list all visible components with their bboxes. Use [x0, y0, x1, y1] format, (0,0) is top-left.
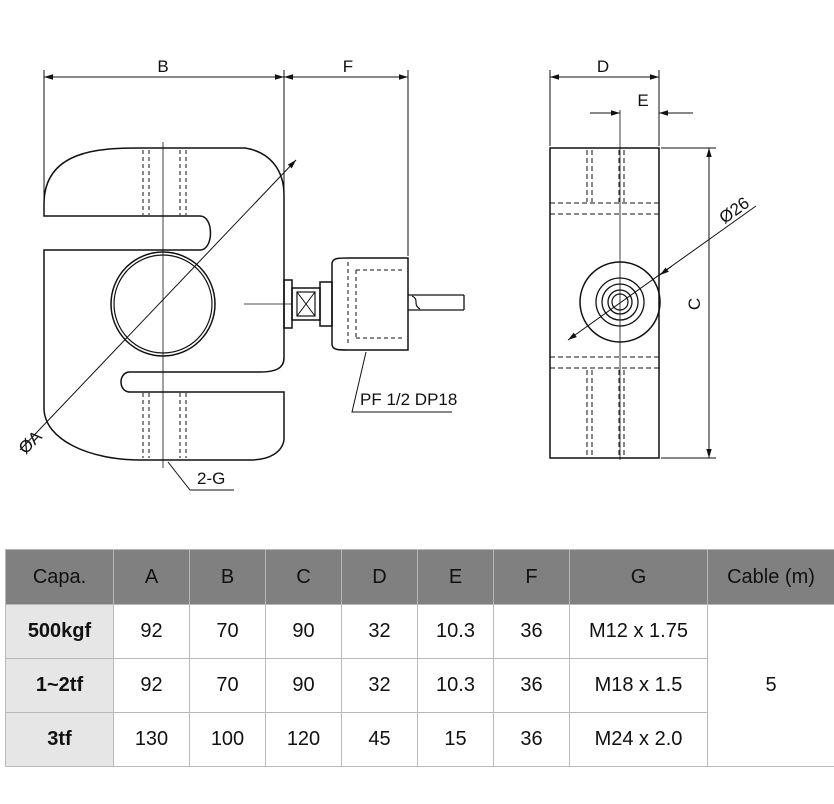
table-row: 3tf 130 100 120 45 15 36 M24 x 2.0	[5, 712, 834, 767]
cell-e: 10.3	[417, 604, 494, 659]
cell-c: 90	[265, 658, 342, 713]
cell-d: 45	[341, 712, 418, 767]
dim-label-b: B	[157, 57, 168, 76]
side-body	[549, 147, 660, 459]
cell-f: 36	[493, 712, 570, 767]
row-capa: 500kgf	[5, 604, 114, 659]
table-row: 500kgf 92 70 90 32 10.3 36 M12 x 1.75 5	[5, 604, 834, 767]
cell-b: 70	[189, 604, 266, 659]
cell-b: 70	[189, 658, 266, 713]
cell-a: 92	[113, 658, 190, 713]
cell-a: 130	[113, 712, 190, 767]
header-f: F	[493, 549, 570, 605]
dim-label-f: F	[343, 57, 353, 76]
dim-label-e: E	[637, 91, 648, 110]
table-row: 1~2tf 92 70 90 32 10.3 36 M18 x 1.5	[5, 658, 834, 713]
table-header-row: Capa. A B C D E F G Cable (m)	[5, 549, 834, 605]
header-e: E	[417, 549, 494, 605]
header-a: A	[113, 549, 190, 605]
cell-c: 90	[265, 604, 342, 659]
cell-f: 36	[493, 658, 570, 713]
cell-d: 32	[341, 604, 418, 659]
cell-cable: 5	[707, 604, 834, 767]
dim-label-dia-26: Ø26	[716, 193, 753, 227]
dim-label-d: D	[597, 57, 609, 76]
header-d: D	[341, 549, 418, 605]
header-cable: Cable (m)	[707, 549, 834, 605]
dim-label-c: C	[685, 298, 704, 310]
header-g: G	[569, 549, 708, 605]
cell-f: 36	[493, 604, 570, 659]
dim-label-dia-a: ØA	[15, 426, 46, 457]
header-c: C	[265, 549, 342, 605]
port-label: PF 1/2 DP18	[360, 390, 457, 409]
cell-e: 10.3	[417, 658, 494, 713]
cell-g: M18 x 1.5	[569, 658, 708, 713]
cell-a: 92	[113, 604, 190, 659]
header-b: B	[189, 549, 266, 605]
row-capa: 1~2tf	[5, 658, 114, 713]
dim-label-thread-g: 2-G	[197, 469, 225, 488]
cell-d: 32	[341, 658, 418, 713]
cell-g: M12 x 1.75	[569, 604, 708, 659]
cell-e: 15	[417, 712, 494, 767]
technical-drawing: B F ØA 2-G PF 1/2 DP18	[15, 57, 757, 491]
spec-table: Capa. A B C D E F G Cable (m) 500kgf 92 …	[5, 549, 834, 767]
front-view: B F ØA 2-G PF 1/2 DP18	[15, 57, 465, 491]
row-capa: 3tf	[5, 712, 114, 767]
cell-b: 100	[189, 712, 266, 767]
s-body-outline	[43, 147, 285, 461]
header-capa: Capa.	[5, 549, 114, 605]
cell-g: M24 x 2.0	[569, 712, 708, 767]
cell-c: 120	[265, 712, 342, 767]
side-view: D E C Ø26	[549, 57, 757, 460]
